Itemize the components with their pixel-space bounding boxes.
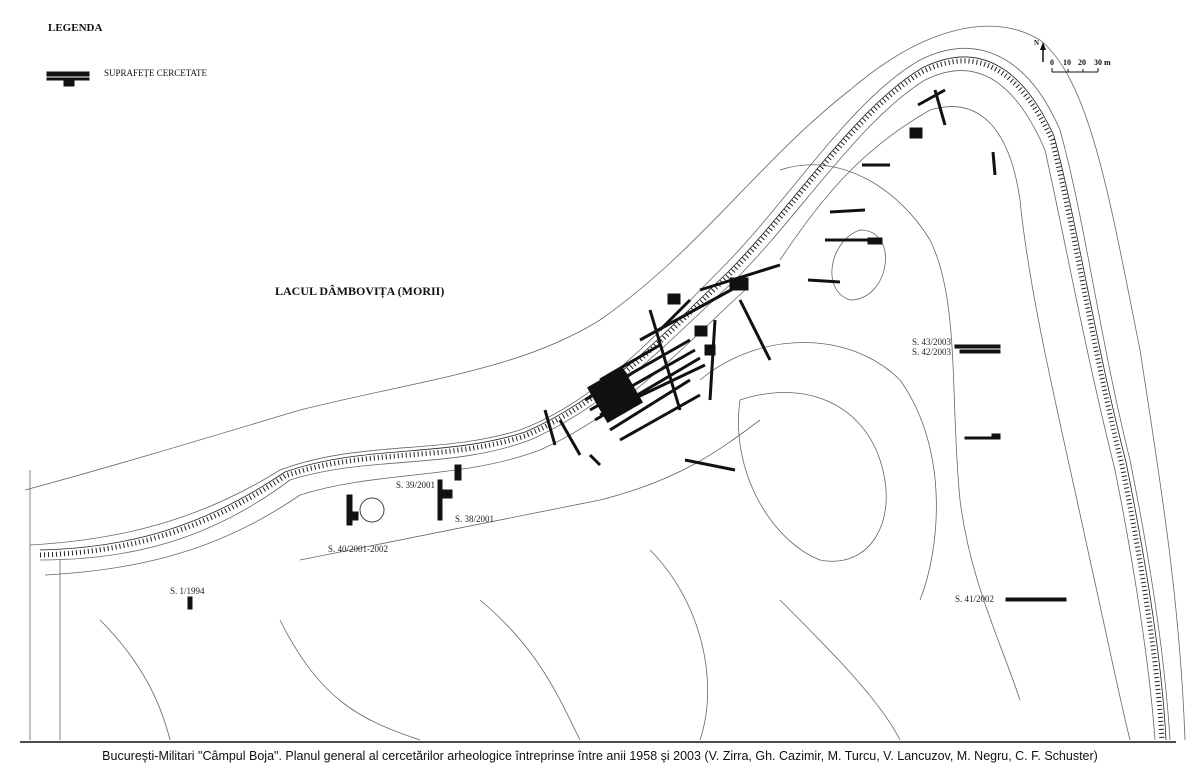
trench-label-s39: S. 39/2001 [396, 480, 436, 490]
trench-label-s42: S. 42/2003 [912, 347, 952, 357]
scale-tick-20: 20 [1078, 58, 1086, 67]
trench-label-s40: S. 40/2001-2002 [328, 544, 389, 554]
scale-bar [1051, 68, 1099, 73]
trenches [46, 71, 1067, 610]
scale-tick-0: 0 [1050, 58, 1054, 67]
trench-label-s1: S. 1/1994 [170, 586, 205, 596]
contour-lines [24, 25, 1186, 741]
circular-feature [359, 497, 385, 523]
escarpment-hatching [39, 56, 1167, 741]
legend-trench-symbol [46, 71, 90, 77]
scale-tick-30: 30 m [1094, 58, 1111, 67]
legend-title: LEGENDA [48, 22, 103, 34]
scale-tick-10: 10 [1063, 58, 1071, 67]
legend-item-label: SUPRAFEȚE CERCETATE [104, 68, 208, 78]
lake-label: LACUL DÂMBOVIȚA (MORII) [275, 284, 445, 298]
north-label: N [1034, 39, 1040, 47]
trench-label-s38: S. 38/2001 [455, 514, 495, 524]
figure-caption: Bucureşti-Militari "Câmpul Boja". Planul… [102, 749, 1098, 763]
trench-label-s41: S. 41/2002 [955, 594, 995, 604]
north-arrow [1040, 42, 1046, 62]
trench-label-s43: S. 43/2003 [912, 337, 952, 347]
